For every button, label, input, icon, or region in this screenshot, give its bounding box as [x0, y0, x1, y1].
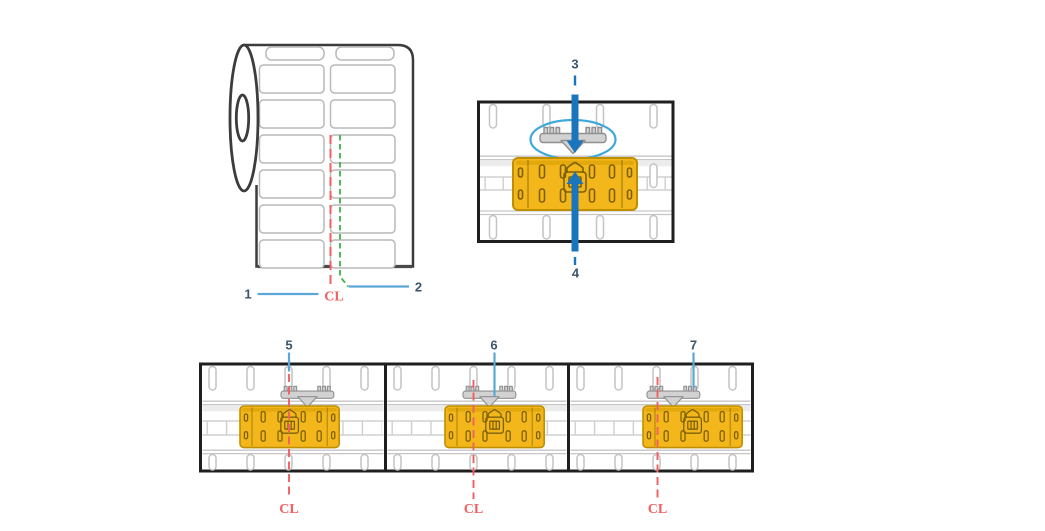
down-arrow-icon	[566, 94, 584, 153]
callout-2-label: 2	[415, 280, 422, 295]
up-arrow-icon	[566, 171, 584, 252]
callout-6-label: 6	[490, 338, 497, 353]
panel-6-centerline-label: CL	[464, 502, 483, 517]
placement-panel-7: 7 CL	[567, 338, 754, 517]
callout-1-label: 1	[244, 287, 251, 302]
callout-4-label: 4	[572, 266, 580, 281]
label-grid	[258, 64, 396, 269]
callout-7-label: 7	[690, 338, 697, 353]
panel-5-centerline-label: CL	[279, 502, 298, 517]
media-detail-panel: 3 4	[477, 57, 675, 281]
rfid-inlay	[444, 405, 546, 449]
placement-panel-6: 6 CL	[384, 338, 570, 517]
roll-centerline-label: CL	[324, 290, 343, 305]
callout-5-label: 5	[285, 338, 292, 353]
panel-7-centerline-label: CL	[648, 502, 667, 517]
label-cell	[265, 46, 325, 61]
callout-3-label: 3	[571, 57, 578, 72]
label-cell	[335, 46, 395, 61]
placement-panel-5: 5 CL	[199, 338, 387, 517]
roll-core-hole	[234, 93, 251, 143]
label-roll-diagram: 1 2 CL	[228, 43, 422, 305]
label-edge-guide-line	[339, 135, 349, 288]
